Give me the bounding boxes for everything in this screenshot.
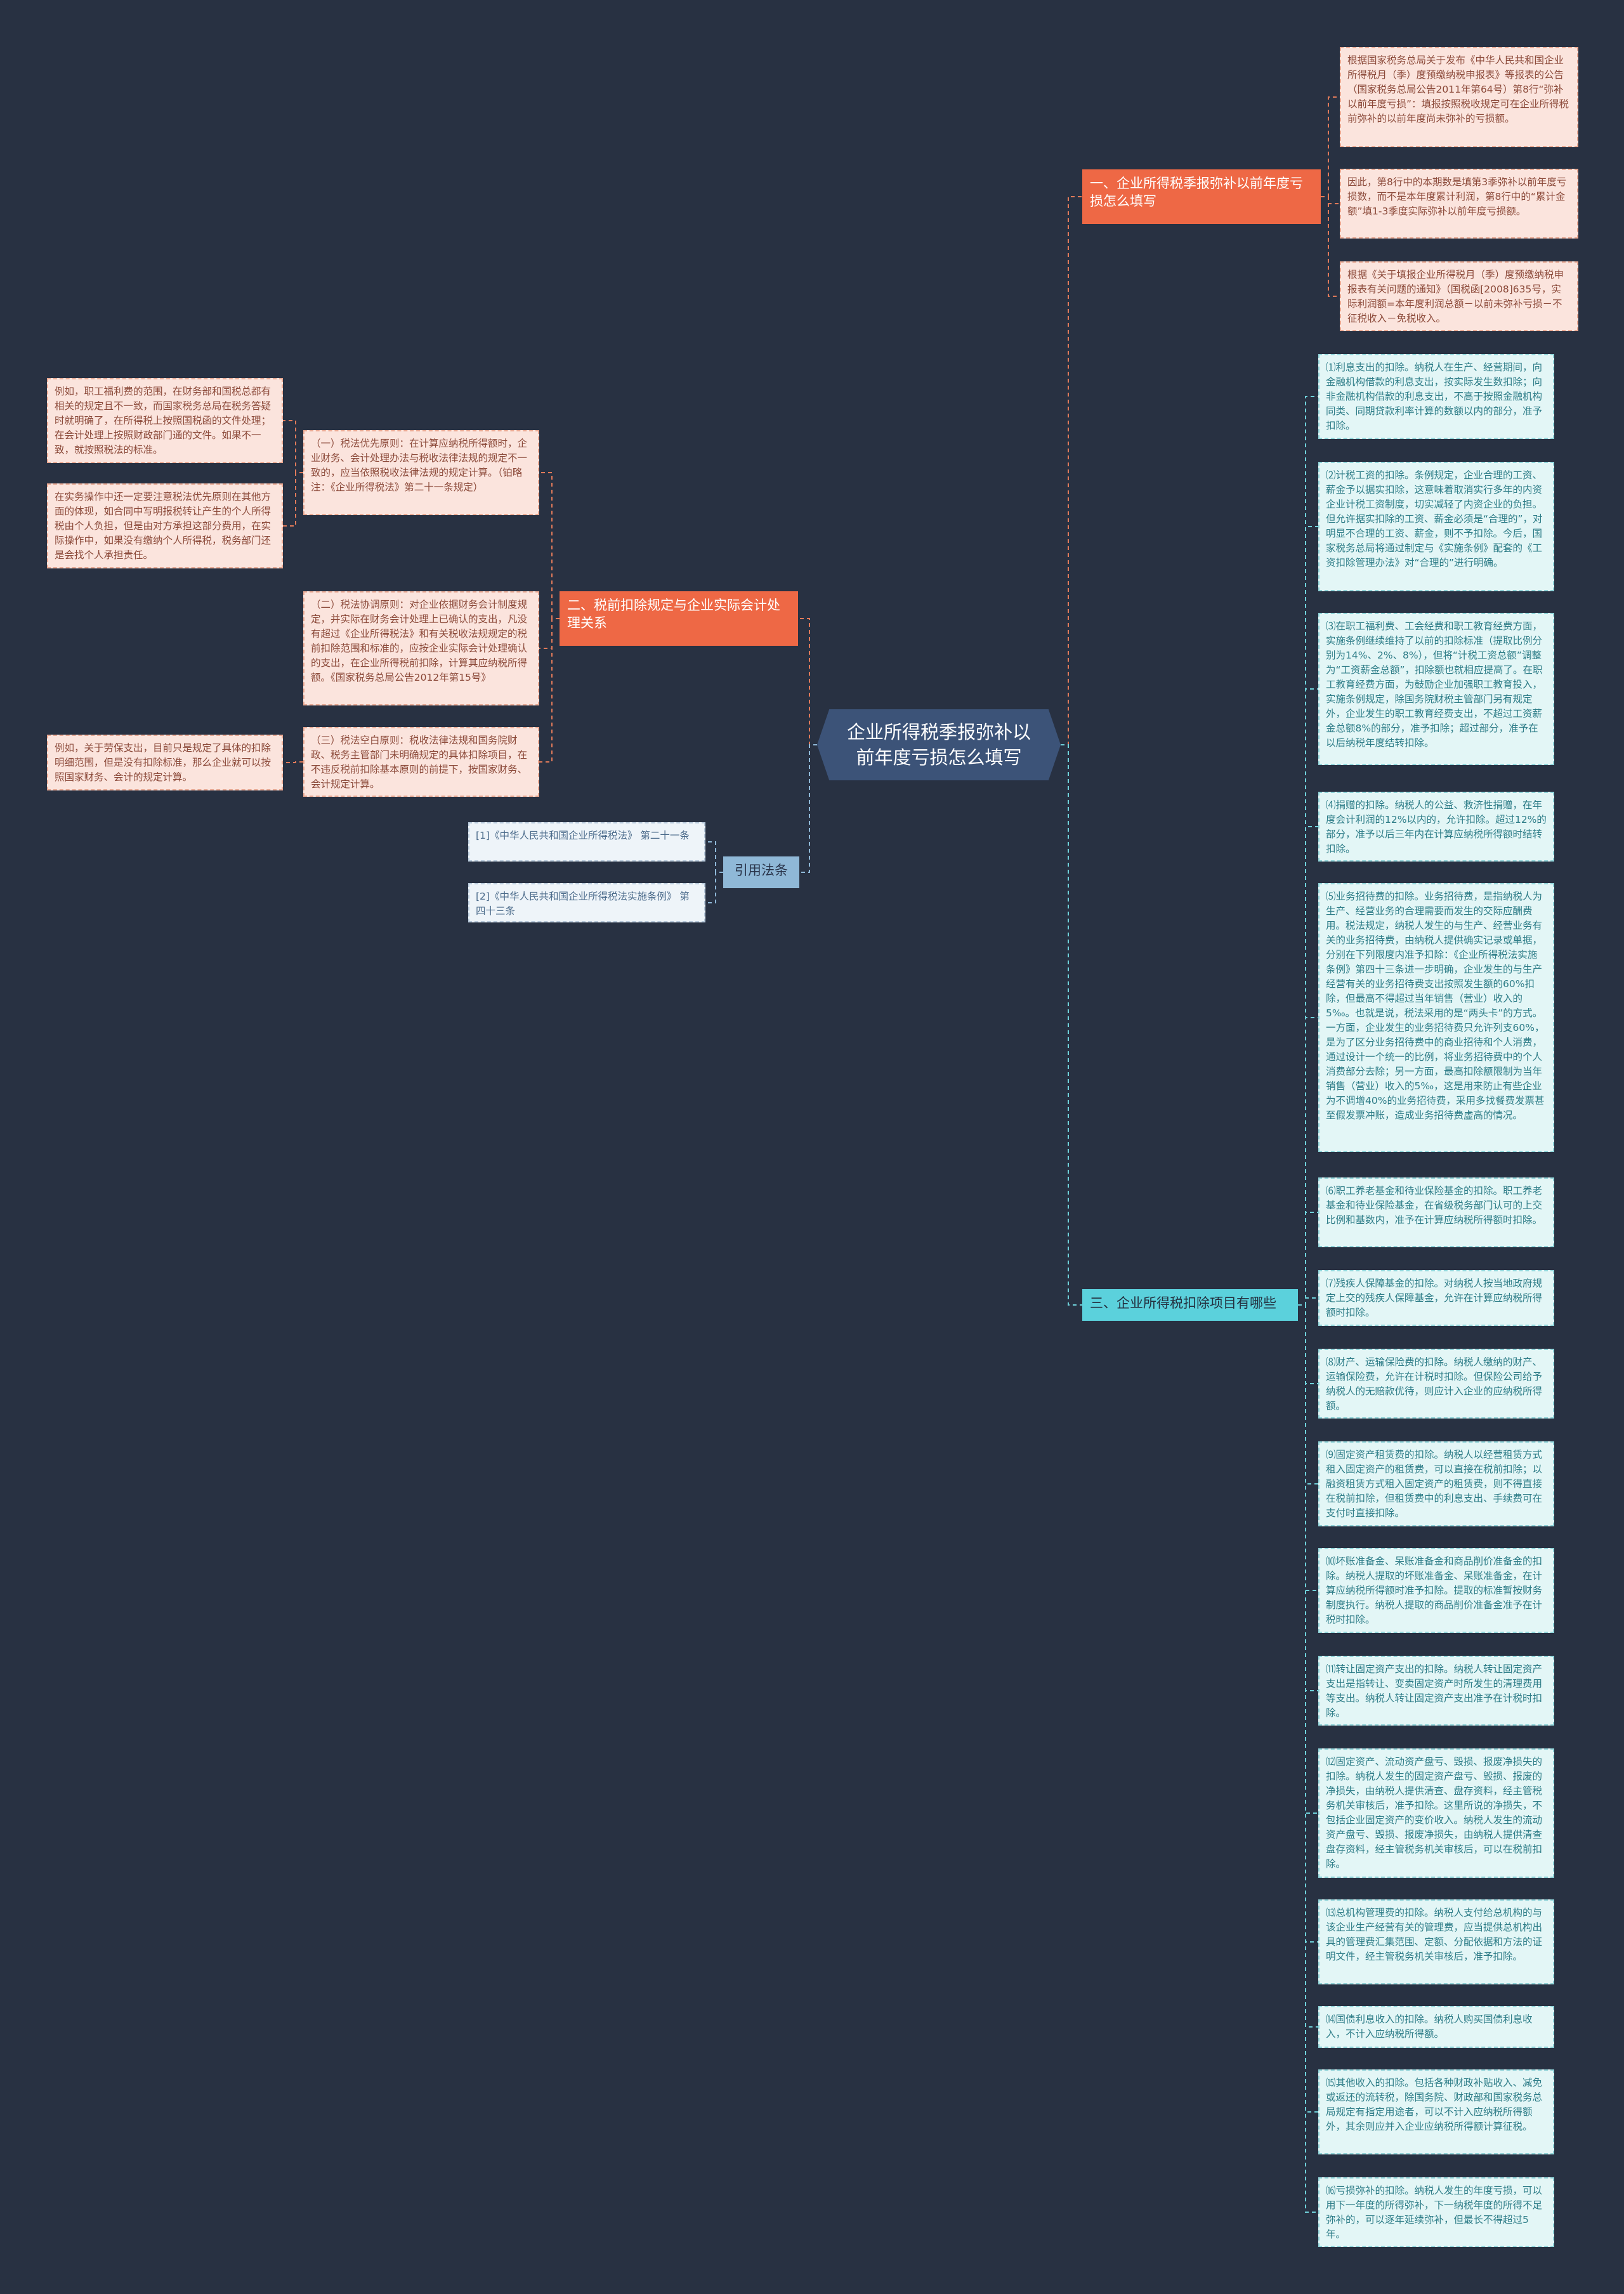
b3-leaf-9: ⑼固定资产租赁费的扣除。纳税人以经营租赁方式租入固定资产的租赁费，可以直接在税前… (1318, 1441, 1554, 1526)
link-b2-sub-3 (283, 761, 303, 763)
link-ref-1 (705, 841, 723, 873)
b3-leaf-7: ⑺残疾人保障基金的扣除。对纳税人按当地政府规定上交的残疾人保障基金，允许在计算应… (1318, 1270, 1554, 1326)
b3-leaf-12: ⑿固定资产、流动资产盘亏、毁损、报废净损失的扣除。纳税人发生的固定资产盘亏、毁损… (1318, 1748, 1554, 1878)
root-title: 企业所得税季报弥补以前年度亏损怎么填写 (846, 721, 1031, 768)
b3-leaf-6-text: ⑹职工养老基金和待业保险基金的扣除。职工养老基金和待业保险基金，在省级税务部门认… (1326, 1185, 1543, 1226)
b3-leaf-16-text: ⒃亏损弥补的扣除。纳税人发生的年度亏损，可以用下一年度的所得弥补，下一纳税年度的… (1326, 2185, 1543, 2240)
b3-leaf-1-text: ⑴利息支出的扣除。纳税人在生产、经营期间，向金融机构借款的利息支出，按实际发生数… (1326, 362, 1543, 431)
link-b2-sub-2 (283, 472, 303, 527)
b2-leaf-3: （三）税法空白原则：税收法律法规和国务院财政、税务主管部门未明确规定的具体扣除项… (303, 727, 539, 797)
b3-leaf-3: ⑶在职工福利费、工会经费和职工教育经费方面，实施条例继续维持了以前的扣除标准（提… (1318, 613, 1554, 765)
b3-leaf-3-text: ⑶在职工福利费、工会经费和职工教育经费方面，实施条例继续维持了以前的扣除标准（提… (1326, 620, 1543, 749)
branch-2-label: 二、税前扣除规定与企业实际会计处理关系 (567, 598, 780, 631)
link-b2-leaf-1 (539, 472, 560, 619)
link-b3-leaf-9 (1298, 1304, 1318, 1485)
b1-leaf-2: 因此，第8行中的本期数是填第3季弥补以前年度亏损数，而不是本年度累计利润，第8行… (1340, 169, 1578, 239)
b1-leaf-2-text: 因此，第8行中的本期数是填第3季弥补以前年度亏损数，而不是本年度累计利润，第8行… (1347, 176, 1567, 217)
link-root-b3 (1061, 744, 1082, 1306)
b3-leaf-16: ⒃亏损弥补的扣除。纳税人发生的年度亏损，可以用下一年度的所得弥补，下一纳税年度的… (1318, 2177, 1554, 2247)
b3-leaf-10: ⑽坏账准备金、呆账准备金和商品削价准备金的扣除。纳税人提取的坏账准备金、呆账准备… (1318, 1548, 1554, 1633)
link-b3-leaf-12 (1298, 1304, 1318, 1814)
link-b3-leaf-1 (1298, 396, 1318, 1306)
b3-leaf-5-text: ⑸业务招待费的扣除。业务招待费，是指纳税人为生产、经营业务的合理需要而发生的交际… (1326, 891, 1545, 1121)
link-b2-sub-1 (283, 420, 303, 473)
b3-leaf-11-text: ⑾转让固定资产支出的扣除。纳税人转让固定资产支出是指转让、变卖固定资产时所发生的… (1326, 1663, 1543, 1719)
b3-leaf-10-text: ⑽坏账准备金、呆账准备金和商品削价准备金的扣除。纳税人提取的坏账准备金、呆账准备… (1326, 1556, 1543, 1625)
link-b1-leaf-3 (1321, 196, 1340, 297)
link-b3-leaf-3 (1298, 688, 1318, 1306)
b3-leaf-8-text: ⑻财产、运输保险费的扣除。纳税人缴纳的财产、运输保险费，允许在计税时扣除。但保险… (1326, 1356, 1543, 1412)
link-b3-leaf-8 (1298, 1304, 1318, 1384)
b2-leaf-2: （二）税法协调原则：对企业依据财务会计制度规定，并实际在财务会计处理上已确认的支… (303, 591, 539, 705)
b2-sub-2-text: 在实务操作中还一定要注意税法优先原则在其他方面的体现，如合同中写明报税转让产生的… (55, 491, 272, 561)
link-b3-leaf-10 (1298, 1304, 1318, 1591)
b1-leaf-3: 根据《关于填报企业所得税月（季）度预缴纳税申报表有关问题的通知》（国税函[200… (1340, 261, 1578, 331)
link-b3-leaf-11 (1298, 1304, 1318, 1691)
b3-leaf-4: ⑷捐赠的扣除。纳税人的公益、救济性捐赠，在年度会计利润的12%以内的，允许扣除。… (1318, 792, 1554, 862)
b2-sub-3: 例如，关于劳保支出，目前只是规定了具体的扣除明细范围，但是没有扣除标准，那么企业… (47, 735, 283, 790)
b3-leaf-8: ⑻财产、运输保险费的扣除。纳税人缴纳的财产、运输保险费，允许在计税时扣除。但保险… (1318, 1349, 1554, 1419)
b2-sub-3-text: 例如，关于劳保支出，目前只是规定了具体的扣除明细范围，但是没有扣除标准，那么企业… (55, 742, 272, 783)
ref-1-text: [1]《中华人民共和国企业所得税法》 第二十一条 (476, 830, 690, 841)
branch-4-label: 引用法条 (735, 863, 788, 878)
b3-leaf-14-text: ⒁国债利息收入的扣除。纳税人购买国债利息收入，不计入应纳税所得额。 (1326, 2014, 1533, 2040)
link-b3-leaf-16 (1298, 1304, 1318, 2213)
b1-leaf-1-text: 根据国家税务总局关于发布《中华人民共和国企业所得税月（季）度预缴纳税申报表》等报… (1347, 55, 1569, 124)
link-b3-leaf-13 (1298, 1304, 1318, 1943)
link-b3-leaf-4 (1298, 826, 1318, 1306)
link-root-b2 (798, 618, 817, 745)
b1-leaf-1: 根据国家税务总局关于发布《中华人民共和国企业所得税月（季）度预缴纳税申报表》等报… (1340, 47, 1578, 147)
branch-1-label: 一、企业所得税季报弥补以前年度亏损怎么填写 (1090, 176, 1303, 209)
link-b1-leaf-1 (1321, 96, 1340, 197)
ref-2[interactable]: [2]《中华人民共和国企业所得税法实施条例》 第四十三条 (468, 883, 705, 922)
b3-leaf-12-text: ⑿固定资产、流动资产盘亏、毁损、报废净损失的扣除。纳税人发生的固定资产盘亏、毁损… (1326, 1756, 1543, 1870)
b3-leaf-6: ⑹职工养老基金和待业保险基金的扣除。职工养老基金和待业保险基金，在省级税务部门认… (1318, 1177, 1554, 1247)
ref-2-text: [2]《中华人民共和国企业所得税法实施条例》 第四十三条 (476, 891, 690, 917)
branch-3-node[interactable]: 三、企业所得税扣除项目有哪些 (1082, 1289, 1298, 1321)
root-node[interactable]: 企业所得税季报弥补以前年度亏损怎么填写 (817, 709, 1061, 780)
b3-leaf-5: ⑸业务招待费的扣除。业务招待费，是指纳税人为生产、经营业务的合理需要而发生的交际… (1318, 883, 1554, 1152)
b3-leaf-13: ⒀总机构管理费的扣除。纳税人支付给总机构的与该企业生产经营有关的管理费，应当提供… (1318, 1899, 1554, 1984)
b2-leaf-3-text: （三）税法空白原则：税收法律法规和国务院财政、税务主管部门未明确规定的具体扣除项… (311, 735, 528, 790)
b3-leaf-15: ⒂其他收入的扣除。包括各种财政补贴收入、减免或返还的流转税，除国务院、财政部和国… (1318, 2069, 1554, 2154)
link-b3-leaf-6 (1298, 1212, 1318, 1306)
b3-leaf-2: ⑵计税工资的扣除。条例规定，企业合理的工资、薪金予以据实扣除，这意味着取消实行多… (1318, 462, 1554, 591)
b1-leaf-3-text: 根据《关于填报企业所得税月（季）度预缴纳税申报表有关问题的通知》（国税函[200… (1347, 269, 1564, 324)
link-b1-leaf-2 (1321, 196, 1340, 204)
link-b2-leaf-2 (539, 618, 560, 649)
b3-leaf-14: ⒁国债利息收入的扣除。纳税人购买国债利息收入，不计入应纳税所得额。 (1318, 2006, 1554, 2048)
b2-sub-1: 例如，职工福利费的范围，在财务部和国税总都有相关的规定且不一致，而国家税务总局在… (47, 378, 283, 463)
b2-leaf-2-text: （二）税法协调原则：对企业依据财务会计制度规定，并实际在财务会计处理上已确认的支… (311, 599, 528, 683)
b2-leaf-1: （一）税法优先原则：在计算应纳税所得额时，企业财务、会计处理办法与税收法律法规的… (303, 430, 539, 515)
branch-3-label: 三、企业所得税扣除项目有哪些 (1090, 1295, 1276, 1311)
b2-sub-2: 在实务操作中还一定要注意税法优先原则在其他方面的体现，如合同中写明报税转让产生的… (47, 483, 283, 568)
b3-leaf-4-text: ⑷捐赠的扣除。纳税人的公益、救济性捐赠，在年度会计利润的12%以内的，允许扣除。… (1326, 799, 1547, 855)
b3-leaf-7-text: ⑺残疾人保障基金的扣除。对纳税人按当地政府规定上交的残疾人保障基金，允许在计算应… (1326, 1278, 1543, 1318)
link-root-b4 (799, 744, 817, 873)
b3-leaf-2-text: ⑵计税工资的扣除。条例规定，企业合理的工资、薪金予以据实扣除，这意味着取消实行多… (1326, 469, 1543, 568)
link-b3-leaf-15 (1298, 1304, 1318, 2113)
b3-leaf-15-text: ⒂其他收入的扣除。包括各种财政补贴收入、减免或返还的流转税，除国务院、财政部和国… (1326, 2077, 1543, 2132)
link-b3-leaf-5 (1298, 1017, 1318, 1306)
b3-leaf-9-text: ⑼固定资产租赁费的扣除。纳税人以经营租赁方式租入固定资产的租赁费，可以直接在税前… (1326, 1449, 1543, 1519)
link-ref-2 (705, 872, 723, 903)
b3-leaf-11: ⑾转让固定资产支出的扣除。纳税人转让固定资产支出是指转让、变卖固定资产时所发生的… (1318, 1656, 1554, 1726)
link-b3-leaf-7 (1298, 1297, 1318, 1306)
link-b2-leaf-3 (539, 618, 560, 763)
b3-leaf-1: ⑴利息支出的扣除。纳税人在生产、经营期间，向金融机构借款的利息支出，按实际发生数… (1318, 354, 1554, 439)
link-b3-leaf-14 (1298, 1304, 1318, 2028)
link-root-b1 (1061, 196, 1082, 745)
ref-1[interactable]: [1]《中华人民共和国企业所得税法》 第二十一条 (468, 822, 705, 862)
b2-leaf-1-text: （一）税法优先原则：在计算应纳税所得额时，企业财务、会计处理办法与税收法律法规的… (311, 438, 528, 493)
b2-sub-1-text: 例如，职工福利费的范围，在财务部和国税总都有相关的规定且不一致，而国家税务总局在… (55, 386, 272, 456)
branch-2-node[interactable]: 二、税前扣除规定与企业实际会计处理关系 (560, 591, 798, 646)
b3-leaf-13-text: ⒀总机构管理费的扣除。纳税人支付给总机构的与该企业生产经营有关的管理费，应当提供… (1326, 1907, 1543, 1962)
branch-4-node[interactable]: 引用法条 (723, 856, 799, 888)
link-b3-leaf-2 (1298, 526, 1318, 1306)
branch-1-node[interactable]: 一、企业所得税季报弥补以前年度亏损怎么填写 (1082, 169, 1321, 224)
